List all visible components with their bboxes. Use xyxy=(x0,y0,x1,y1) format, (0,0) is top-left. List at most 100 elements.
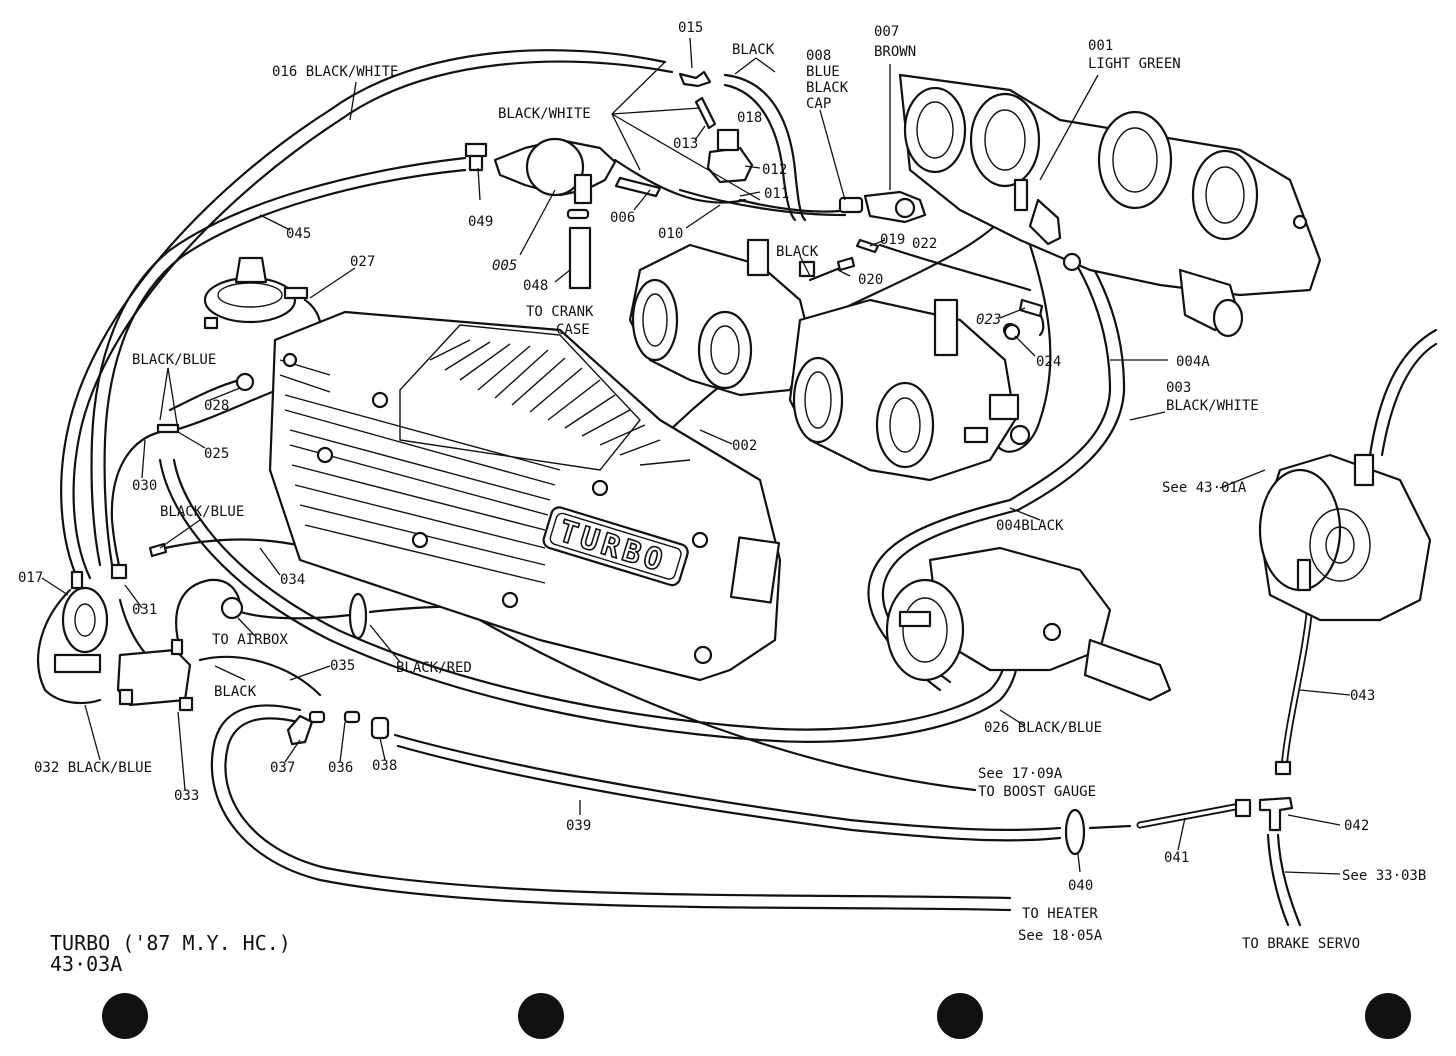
label-034: 034 xyxy=(280,572,305,588)
hose-010 xyxy=(678,188,847,217)
label-030: 030 xyxy=(132,478,157,494)
label-019: 019 xyxy=(880,232,905,248)
hose-032 xyxy=(37,588,102,705)
label-043: 043 xyxy=(1350,688,1375,704)
figure-caption: TURBO ('87 M.Y. HC.) 43·03A xyxy=(50,933,291,975)
hose-041 xyxy=(1088,824,1132,830)
label-039: 039 xyxy=(566,818,591,834)
caption-title: TURBO ('87 M.Y. HC.) xyxy=(50,931,291,955)
label-022: 022 xyxy=(912,236,937,252)
label-005: 005 xyxy=(492,258,517,274)
hose-039 xyxy=(393,733,1062,832)
binder-hole-1 xyxy=(102,993,148,1039)
label-black-top: BLACK xyxy=(732,42,775,58)
hose-servo-upper-b xyxy=(1380,342,1438,457)
label-040: 040 xyxy=(1068,878,1093,894)
label-025: 025 xyxy=(204,446,229,462)
distributor xyxy=(885,546,1172,702)
hose-004a xyxy=(867,208,1112,692)
label-037: 037 xyxy=(270,760,295,776)
label-049: 049 xyxy=(468,214,493,230)
label-002: 002 xyxy=(732,438,757,454)
brake-servo xyxy=(1258,453,1432,622)
binder-hole-4 xyxy=(1365,993,1411,1039)
hose-003 xyxy=(993,213,1052,453)
hose-004a-inner xyxy=(881,203,1126,684)
label-black-blue-1: BLACK/BLUE xyxy=(132,352,216,368)
label-007-brown: BROWN xyxy=(874,44,916,60)
hose-020 xyxy=(808,266,842,282)
hose-022 xyxy=(878,243,1032,292)
label-007: 007 xyxy=(874,24,899,40)
label-case: CASE xyxy=(556,322,590,338)
label-to-brake-servo: TO BRAKE SERVO xyxy=(1242,936,1360,952)
hose-servo-b xyxy=(1266,833,1290,927)
label-to-boost-gauge: TO BOOST GAUGE xyxy=(978,784,1096,800)
label-033: 033 xyxy=(174,788,199,804)
hose-boost xyxy=(478,618,977,792)
label-to-heater: TO HEATER xyxy=(1022,906,1098,922)
hose-039-inner xyxy=(396,744,1062,842)
hose-043-in xyxy=(1282,603,1312,770)
label-see-17-09a: See 17·09A xyxy=(978,766,1063,782)
hose-heater-inner xyxy=(224,717,1012,900)
hose-016-inner xyxy=(72,60,674,580)
throttle-bodies xyxy=(628,238,1031,482)
label-011: 011 xyxy=(764,186,789,202)
label-048: 048 xyxy=(523,278,548,294)
label-024: 024 xyxy=(1036,354,1061,370)
label-013: 013 xyxy=(673,136,698,152)
label-041: 041 xyxy=(1164,850,1189,866)
hose-012-link xyxy=(613,158,747,204)
label-012: 012 xyxy=(762,162,787,178)
label-023: 023 xyxy=(976,312,1001,328)
label-001: 001 xyxy=(1088,38,1113,54)
hose-018-b xyxy=(723,83,797,222)
hose-servo-upper xyxy=(1368,328,1438,457)
label-see-33-03b: See 33·03B xyxy=(1342,868,1426,884)
label-see-43-01a: See 43·01A xyxy=(1162,480,1247,496)
hose-servo xyxy=(1276,833,1302,927)
label-black-low: BLACK xyxy=(214,684,257,700)
callout-labels: 015 016 BLACK/WHITE BLACK 018 BLACK/WHIT… xyxy=(18,20,1426,952)
binder-hole-3 xyxy=(937,993,983,1039)
label-026: 026 BLACK/BLUE xyxy=(984,720,1102,736)
caption-code: 43·03A xyxy=(50,952,123,976)
hose-030 xyxy=(110,430,162,572)
hose-011 xyxy=(738,198,852,213)
leader-lines xyxy=(41,37,1351,875)
hose-041-c xyxy=(1138,804,1242,827)
plenum-fins xyxy=(279,339,691,584)
label-031: 031 xyxy=(132,602,157,618)
label-020: 020 xyxy=(858,272,883,288)
label-008: 008 xyxy=(806,48,831,64)
plenum-chamber: TURBO xyxy=(268,310,782,682)
exhaust-manifold xyxy=(898,73,1322,338)
hose-016 xyxy=(60,49,667,582)
label-036: 036 xyxy=(328,760,353,776)
label-032: 032 BLACK/BLUE xyxy=(34,760,152,776)
binder-holes xyxy=(102,993,1411,1039)
label-see-18-05a: See 18·05A xyxy=(1018,928,1103,944)
label-017: 017 xyxy=(18,570,43,586)
label-to-airbox: TO AIRBOX xyxy=(212,632,288,648)
label-015: 015 xyxy=(678,20,703,36)
hose-045 xyxy=(90,156,467,567)
label-008-cap: CAP xyxy=(806,96,831,112)
label-042: 042 xyxy=(1344,818,1369,834)
label-038: 038 xyxy=(372,758,397,774)
label-035: 035 xyxy=(330,658,355,674)
label-001-light-green: LIGHT GREEN xyxy=(1088,56,1181,72)
label-black-white-top: BLACK/WHITE xyxy=(498,106,591,122)
hose-black-red xyxy=(233,608,352,620)
label-003: 003 xyxy=(1166,380,1191,396)
label-to-crank: TO CRANK xyxy=(526,304,594,320)
label-006: 006 xyxy=(610,210,635,226)
label-008-blue: BLUE xyxy=(806,64,840,80)
components xyxy=(53,70,1294,856)
label-027: 027 xyxy=(350,254,375,270)
label-028: 028 xyxy=(204,398,229,414)
label-004-black: 004BLACK xyxy=(996,518,1064,534)
label-black-blue-2: BLACK/BLUE xyxy=(160,504,244,520)
